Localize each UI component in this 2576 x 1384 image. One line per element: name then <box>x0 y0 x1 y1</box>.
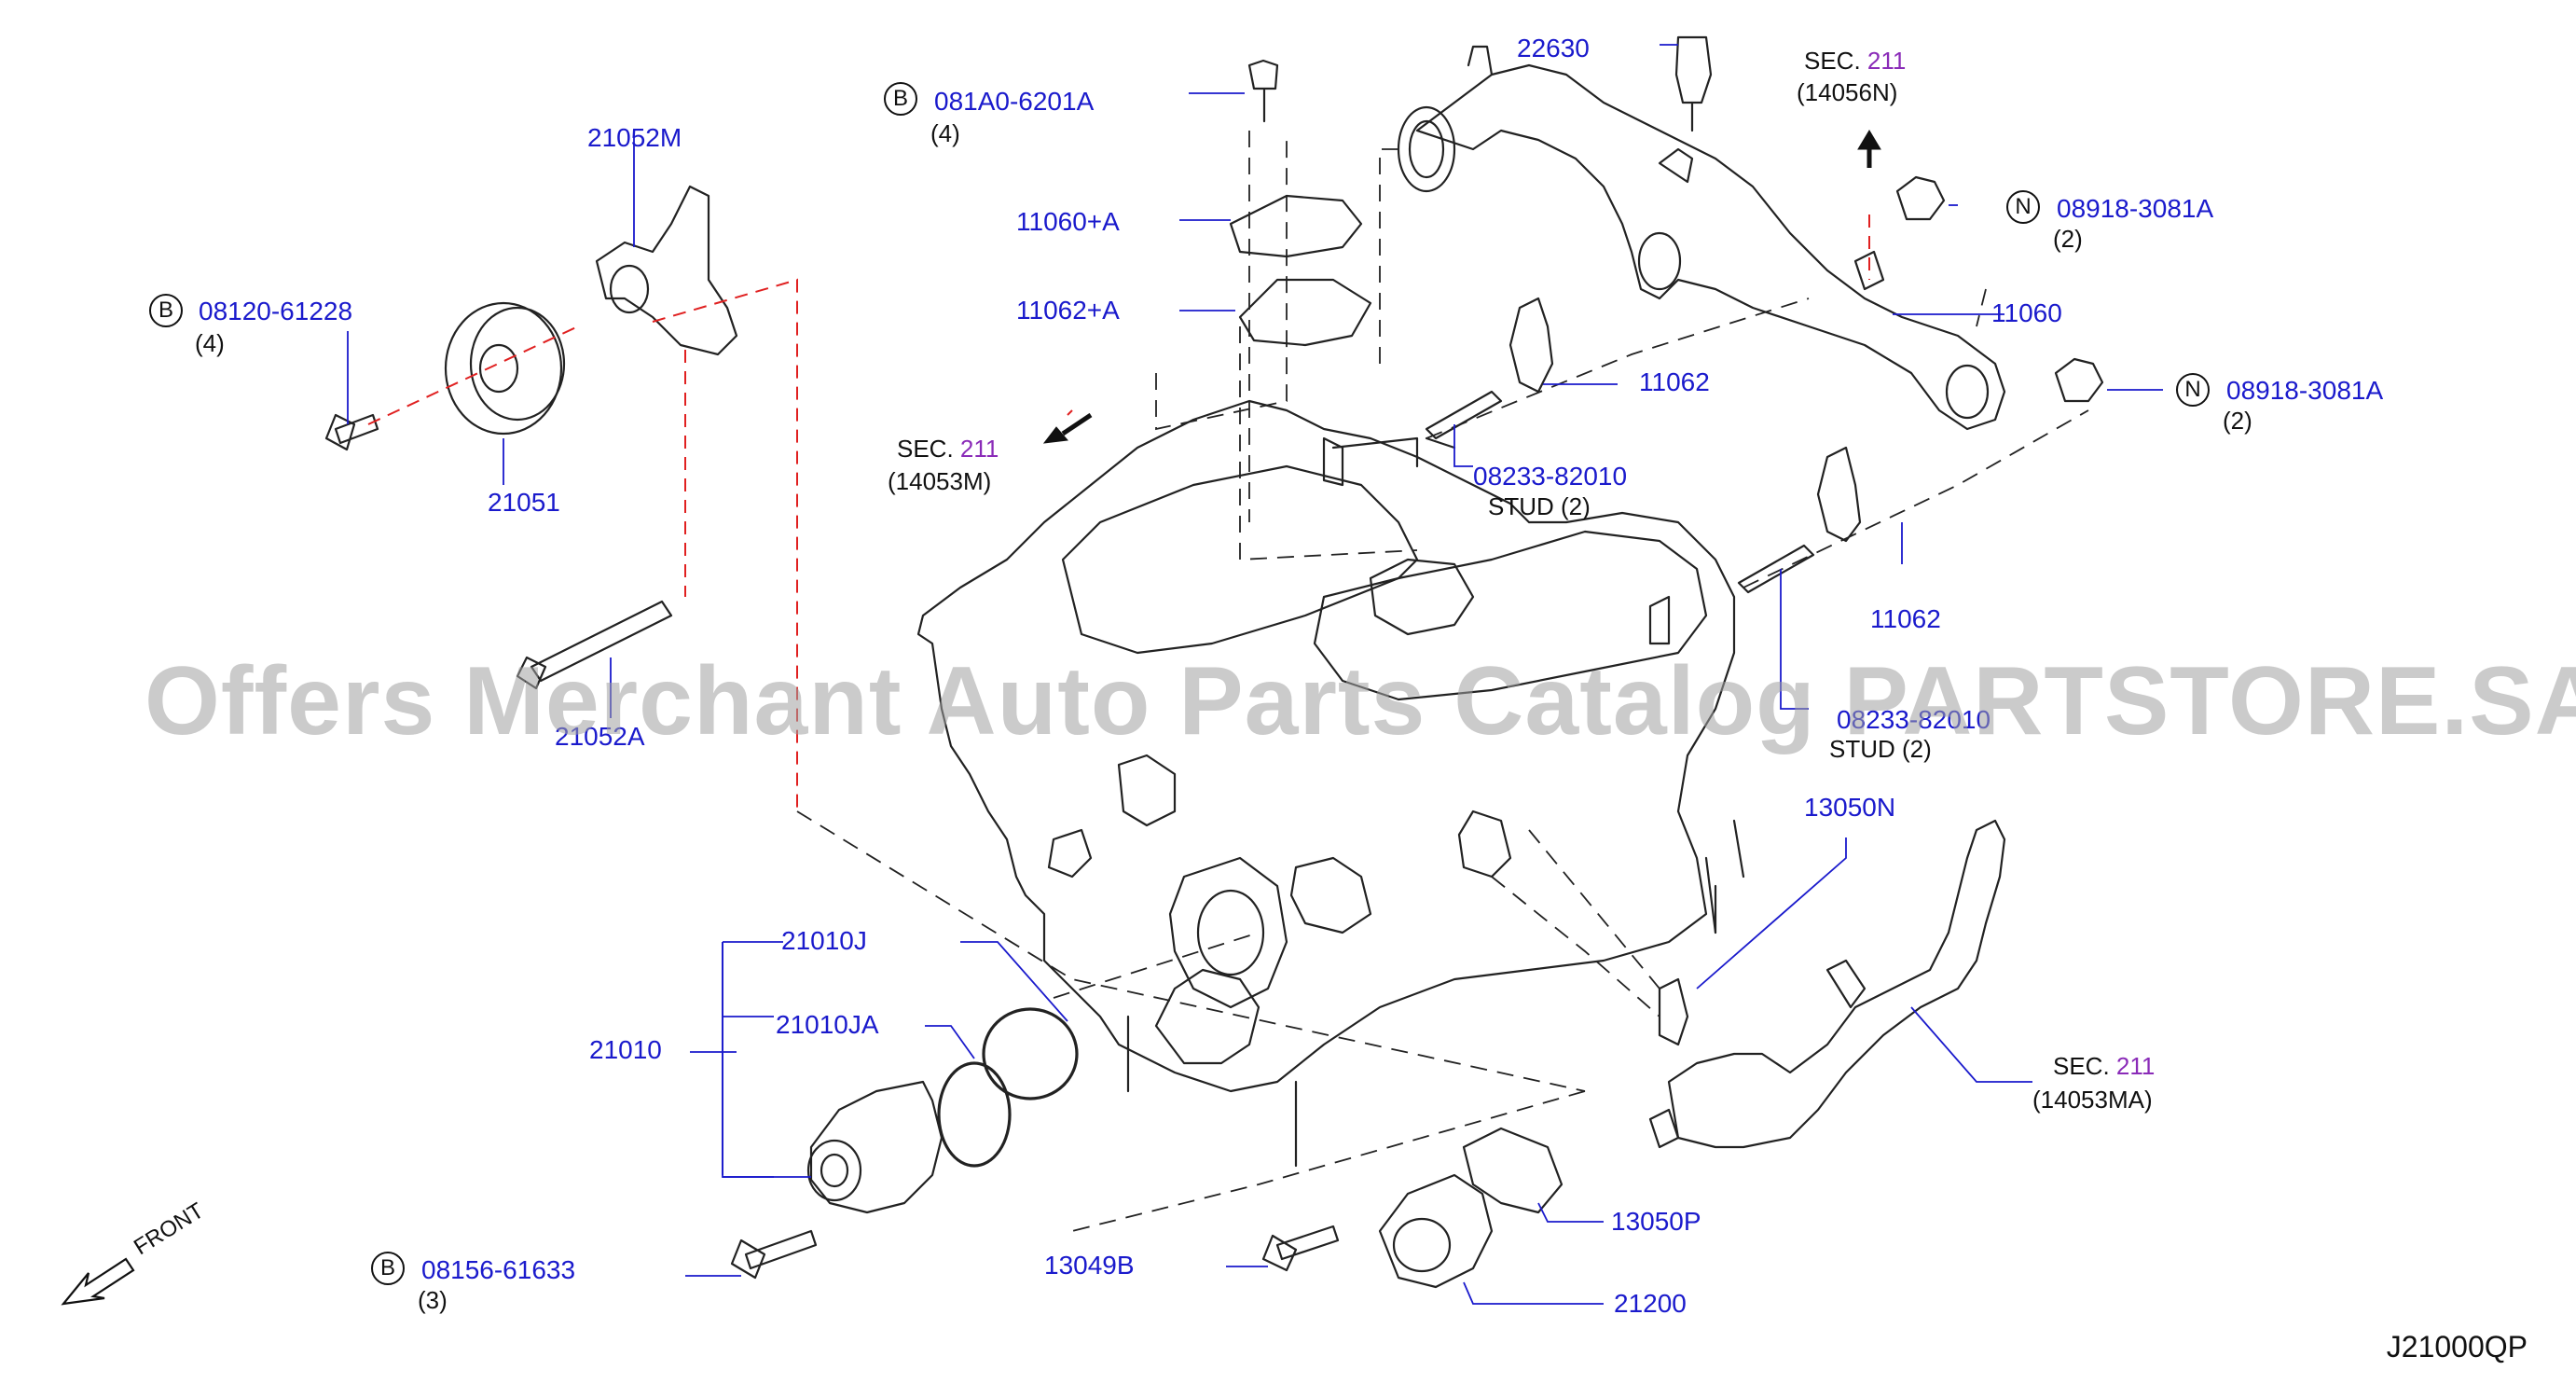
label-21010[interactable]: 21010 <box>589 1035 662 1064</box>
qty-08918-top: (2) <box>2053 225 2083 253</box>
sec-14056n-code: (14056N) <box>1797 78 1898 106</box>
qty-08918-right: (2) <box>2223 407 2252 435</box>
engine-block-icon <box>916 399 1745 1168</box>
front-arrow-icon <box>61 1257 135 1306</box>
sec-14053ma-code: (14053MA) <box>2032 1086 2153 1114</box>
label-21052m[interactable]: 21052M <box>587 123 682 152</box>
callout-b-icon: B <box>149 294 183 327</box>
label-21052a[interactable]: 21052A <box>555 722 645 751</box>
qty-081a0: (4) <box>930 119 960 147</box>
label-21010ja[interactable]: 21010JA <box>776 1010 879 1039</box>
label-13050n[interactable]: 13050N <box>1804 793 1896 822</box>
callout-b-icon: B <box>884 82 917 116</box>
label-13050p[interactable]: 13050P <box>1611 1207 1701 1236</box>
label-11060a[interactable]: 11060+A <box>1016 207 1120 236</box>
label-11062a[interactable]: 11062+A <box>1016 296 1120 325</box>
label-21010j[interactable]: 21010J <box>781 926 867 955</box>
label-08233-82010-upper[interactable]: 08233-82010 <box>1473 462 1628 491</box>
sec-211-14056n: SEC. 211 <box>1804 47 1907 75</box>
label-08918-3081a-top[interactable]: 08918-3081A <box>2057 194 2214 223</box>
label-08120-61228[interactable]: 08120-61228 <box>199 297 353 325</box>
sec-211-14053ma: SEC. 211 <box>2053 1052 2156 1080</box>
sec-14053m-code: (14053M) <box>888 467 992 495</box>
label-11062-lower[interactable]: 11062 <box>1870 604 1941 633</box>
callout-n-icon: N <box>2176 373 2210 407</box>
label-08918-3081a-right[interactable]: 08918-3081A <box>2226 376 2384 405</box>
label-11060[interactable]: 11060 <box>1991 298 2062 327</box>
label-21051[interactable]: 21051 <box>488 488 560 517</box>
label-13049b[interactable]: 13049B <box>1044 1251 1135 1280</box>
stud-label-upper: STUD (2) <box>1488 492 1591 520</box>
label-08156-61633[interactable]: 08156-61633 <box>421 1255 576 1284</box>
diagram-code: J21000QP <box>2386 1330 2528 1363</box>
label-11062-upper[interactable]: 11062 <box>1639 367 1710 396</box>
label-08233-82010-lower[interactable]: 08233-82010 <box>1837 705 1991 734</box>
qty-08156: (3) <box>418 1286 448 1314</box>
callout-n-icon: N <box>2006 190 2040 224</box>
qty-08120: (4) <box>195 329 225 357</box>
label-21200[interactable]: 21200 <box>1614 1289 1687 1318</box>
sec-211-14053m: SEC. 211 <box>897 435 999 463</box>
gasket-icon <box>1229 194 1363 258</box>
label-22630[interactable]: 22630 <box>1517 34 1590 62</box>
stud-label-lower: STUD (2) <box>1829 735 1932 763</box>
label-081a0-6201a[interactable]: 081A0-6201A <box>934 87 1095 116</box>
watermark: Offers Merchant Auto Parts Catalog PARTS… <box>145 647 2576 755</box>
callout-b-icon: B <box>371 1252 405 1285</box>
